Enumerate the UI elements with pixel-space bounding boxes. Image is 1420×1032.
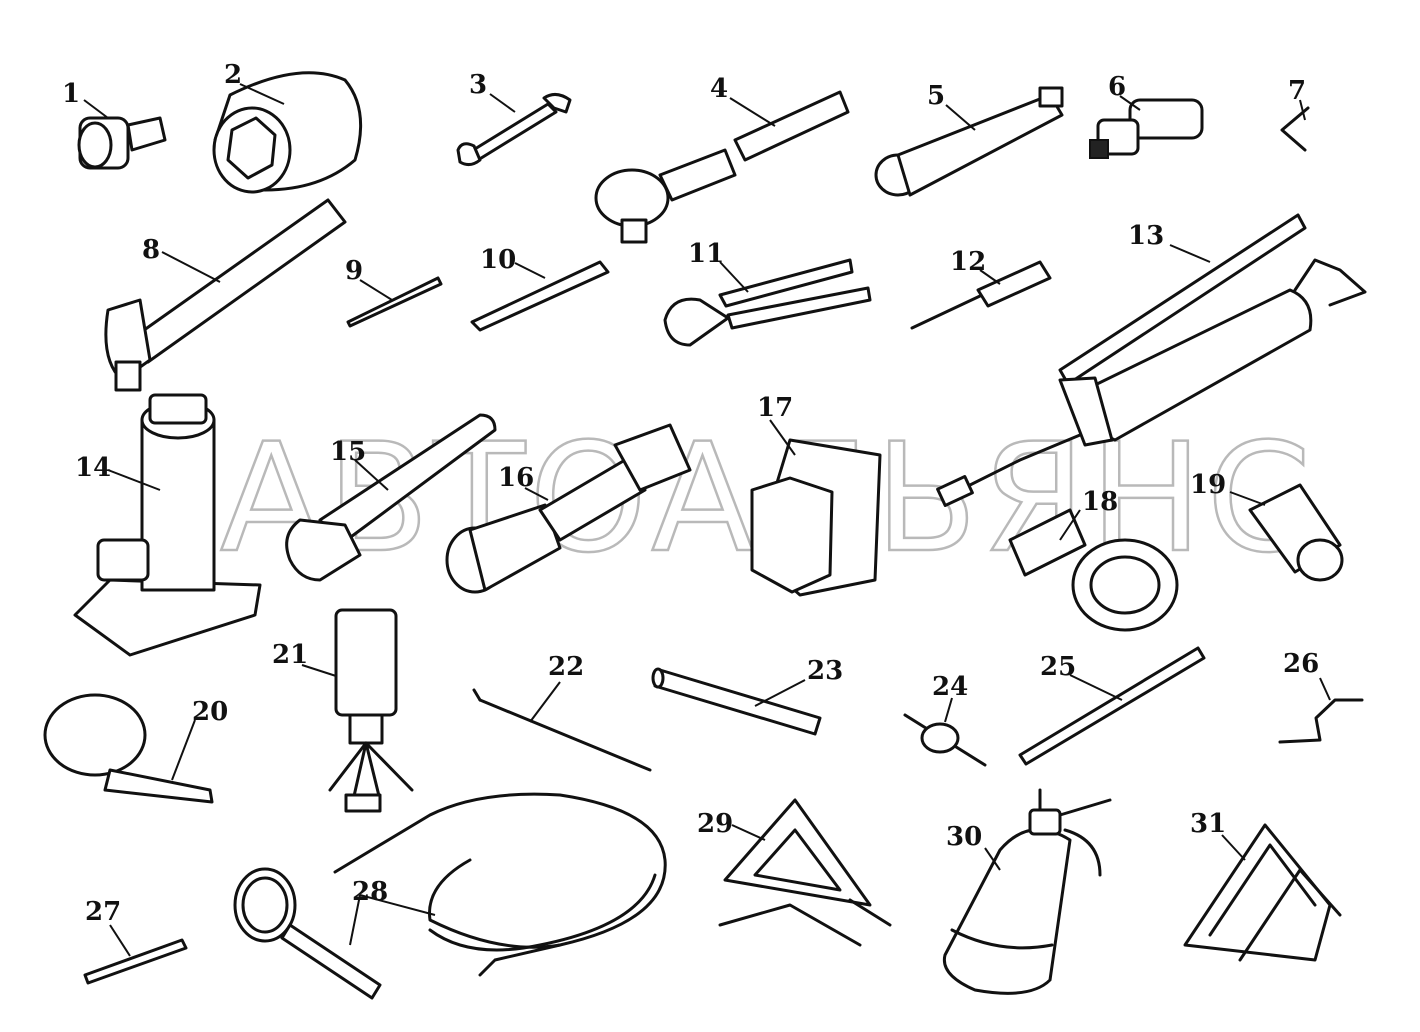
socket-adapter-drawing: [77, 99, 167, 170]
callout-27: 27: [85, 897, 121, 927]
inspection-lamp-drawing: [301, 608, 414, 813]
rod-25-drawing: [1018, 646, 1206, 766]
ratchet-handle-drawing: [594, 90, 850, 244]
pin-punch-drawing: [346, 276, 443, 328]
callout-11: 11: [688, 239, 724, 269]
callout-29: 29: [697, 809, 733, 839]
wheel-chock-drawing: [1183, 823, 1342, 962]
hammer-drawing: [104, 198, 347, 392]
pressure-gauge-hose-drawing: [233, 792, 667, 1000]
callout-31: 31: [1190, 809, 1226, 839]
rod-27-drawing: [83, 924, 188, 985]
callout-12: 12: [950, 247, 986, 277]
callout-22: 22: [548, 652, 584, 682]
strap-wrench-drawing: [43, 693, 214, 804]
callout-21: 21: [272, 640, 308, 670]
callout-24: 24: [932, 672, 968, 702]
chisel-drawing: [470, 260, 610, 332]
fire-extinguisher-drawing: [942, 788, 1112, 995]
callout-25: 25: [1040, 652, 1076, 682]
callout-28: 28: [352, 877, 388, 907]
pliers-drawing: [663, 258, 872, 347]
bottle-jack-drawing: [73, 393, 262, 657]
valve-tool-drawing: [903, 697, 987, 767]
callout-26: 26: [1283, 649, 1319, 679]
large-socket-drawing: [212, 71, 363, 194]
callout-20: 20: [192, 697, 228, 727]
callout-6: 6: [1108, 72, 1126, 102]
open-wrench-drawing: [456, 93, 572, 167]
callout-17: 17: [757, 393, 793, 423]
warning-triangle-drawing: [718, 798, 892, 947]
callout-15: 15: [330, 437, 366, 467]
tube-drawing: [651, 667, 822, 736]
callout-19: 19: [1190, 470, 1226, 500]
callout-23: 23: [807, 656, 843, 686]
nut-wrench-drawing: [1008, 508, 1179, 632]
socket-19-drawing: [1229, 483, 1344, 582]
hex-key-drawing: [1280, 99, 1310, 152]
adjustable-wrench-drawing: [285, 413, 497, 582]
plug-socket-drawing: [445, 423, 692, 594]
screwdriver-drawing: [910, 260, 1052, 330]
crank-key-drawing: [1278, 677, 1364, 744]
callout-3: 3: [469, 70, 487, 100]
callout-8: 8: [142, 235, 160, 265]
callout-14: 14: [75, 453, 111, 483]
callout-4: 4: [710, 74, 728, 104]
callout-16: 16: [498, 463, 534, 493]
callout-18: 18: [1082, 487, 1118, 517]
callout-30: 30: [946, 822, 982, 852]
universal-joint-drawing: [1089, 95, 1204, 159]
callout-7: 7: [1288, 76, 1306, 106]
extension-bar-drawing: [874, 86, 1064, 197]
callout-13: 13: [1128, 221, 1164, 251]
callout-10: 10: [480, 245, 516, 275]
callout-1: 1: [62, 79, 80, 109]
pry-bar-drawing: [472, 681, 652, 772]
grease-gun-drawing: [936, 213, 1367, 507]
hex-socket-drawing: [750, 419, 882, 597]
callout-9: 9: [345, 256, 363, 286]
callout-2: 2: [224, 60, 242, 90]
callout-5: 5: [927, 81, 945, 111]
